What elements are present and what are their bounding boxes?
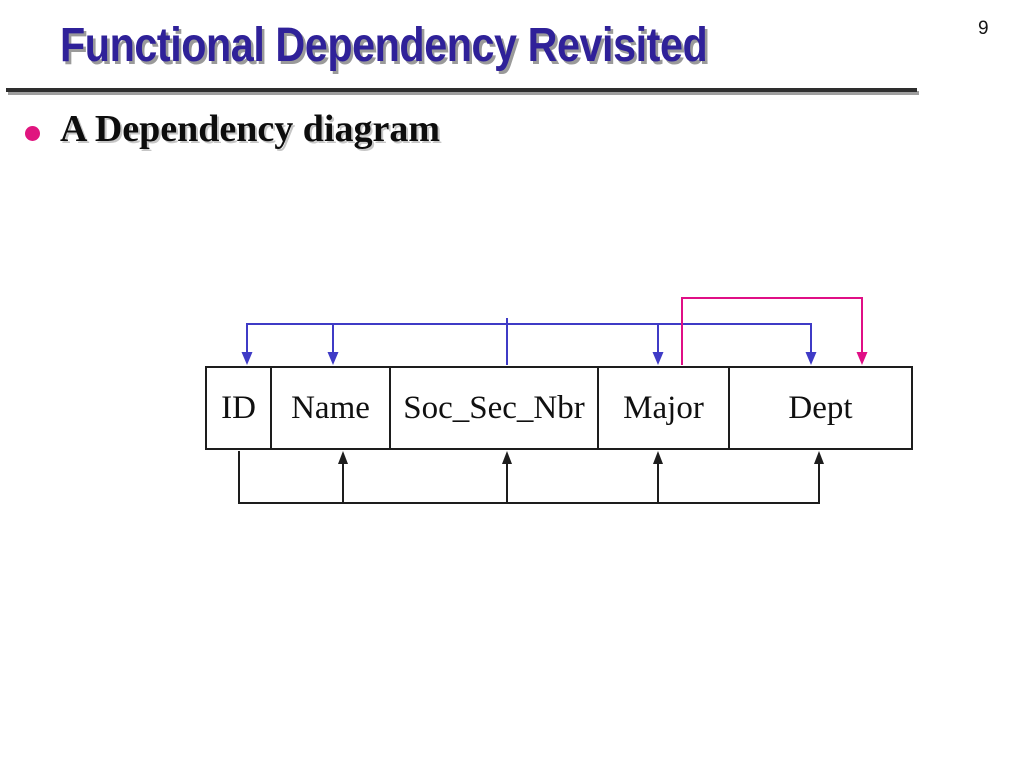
arrowhead-down-dept-pink xyxy=(856,352,868,365)
page-number: 9 xyxy=(978,18,989,39)
arrowhead-up-socsecnbr xyxy=(502,451,512,464)
field-cell-name: Name xyxy=(272,368,391,448)
arrowhead-down-major xyxy=(652,352,664,365)
field-cell-soc-sec-nbr: Soc_Sec_Nbr xyxy=(391,368,599,448)
slide-title: Functional Dependency Revisited xyxy=(60,19,708,72)
bullet-icon xyxy=(25,126,40,141)
fd-id-bus-line xyxy=(238,451,820,504)
fd-socsecnbr-arrows xyxy=(241,318,817,365)
arrowhead-up-major xyxy=(653,451,663,464)
arrowhead-down-dept xyxy=(805,352,817,365)
field-cell-major: Major xyxy=(599,368,730,448)
attribute-table: ID Name Soc_Sec_Nbr Major Dept xyxy=(205,366,913,450)
fd-socsecnbr-bus-line xyxy=(246,323,812,353)
field-cell-dept: Dept xyxy=(788,389,853,426)
arrowhead-down-id xyxy=(241,352,253,365)
title-underline-rule xyxy=(6,88,917,92)
fd-major-dept-line xyxy=(681,297,863,365)
arrowhead-up-name xyxy=(338,451,348,464)
field-cell-id: ID xyxy=(207,368,272,448)
bullet-text: A Dependency diagram xyxy=(60,108,440,150)
arrowhead-up-dept xyxy=(814,451,824,464)
arrowhead-down-name xyxy=(327,352,339,365)
fd-id-arrows xyxy=(238,451,824,504)
fd-major-dept-arrow xyxy=(681,297,868,365)
